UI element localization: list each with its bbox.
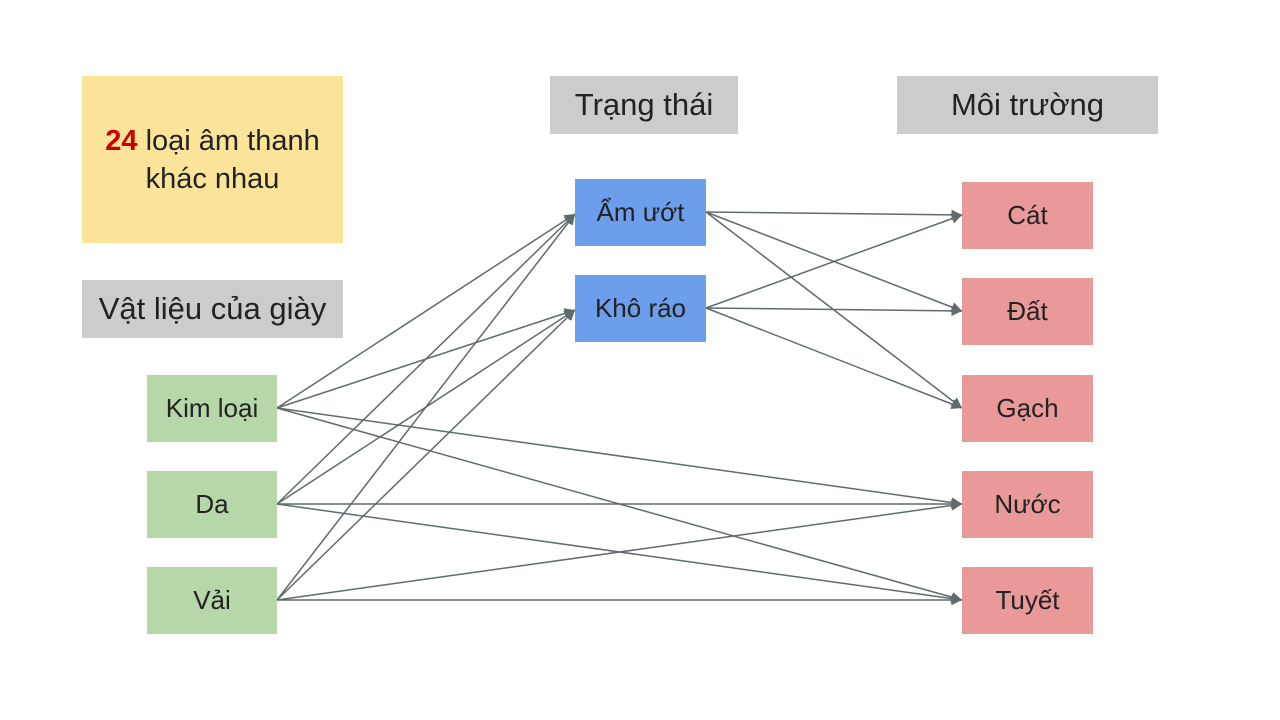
edge-state-1-to-environment-1 xyxy=(705,305,963,317)
summary-text: loại âm thanh khác nhau xyxy=(137,124,320,195)
environment-node-gach: Gạch xyxy=(962,375,1093,442)
material-node-vai: Vải xyxy=(147,567,277,634)
edge-state-1-to-environment-0 xyxy=(705,213,963,309)
environment-node-nuoc: Nước xyxy=(962,471,1093,538)
header-environments: Môi trường xyxy=(897,76,1158,134)
summary-box: 24 loại âm thanh khác nhau xyxy=(82,76,343,243)
edge-material-2-to-environment-3 xyxy=(276,500,963,601)
state-node-am-uot: Ẩm ướt xyxy=(575,179,706,246)
edge-state-1-to-environment-2 xyxy=(705,307,963,410)
header-materials: Vật liệu của giày xyxy=(82,280,343,338)
summary-count: 24 xyxy=(105,124,138,157)
environment-node-tuyet: Tuyết xyxy=(962,567,1093,634)
environment-node-cat: Cát xyxy=(962,182,1093,249)
material-node-kim-loai: Kim loại xyxy=(147,375,277,442)
material-node-da: Da xyxy=(147,471,277,538)
header-states: Trạng thái xyxy=(550,76,738,134)
edge-material-2-to-state-0 xyxy=(276,213,576,601)
edge-material-1-to-state-0 xyxy=(276,213,576,505)
edge-material-0-to-state-0 xyxy=(276,213,576,409)
edge-state-0-to-environment-0 xyxy=(705,209,963,221)
edge-material-0-to-environment-3 xyxy=(276,407,963,508)
environment-node-dat: Đất xyxy=(962,278,1093,345)
edge-material-2-to-state-1 xyxy=(276,309,576,601)
state-node-kho-rao: Khô ráo xyxy=(575,275,706,342)
